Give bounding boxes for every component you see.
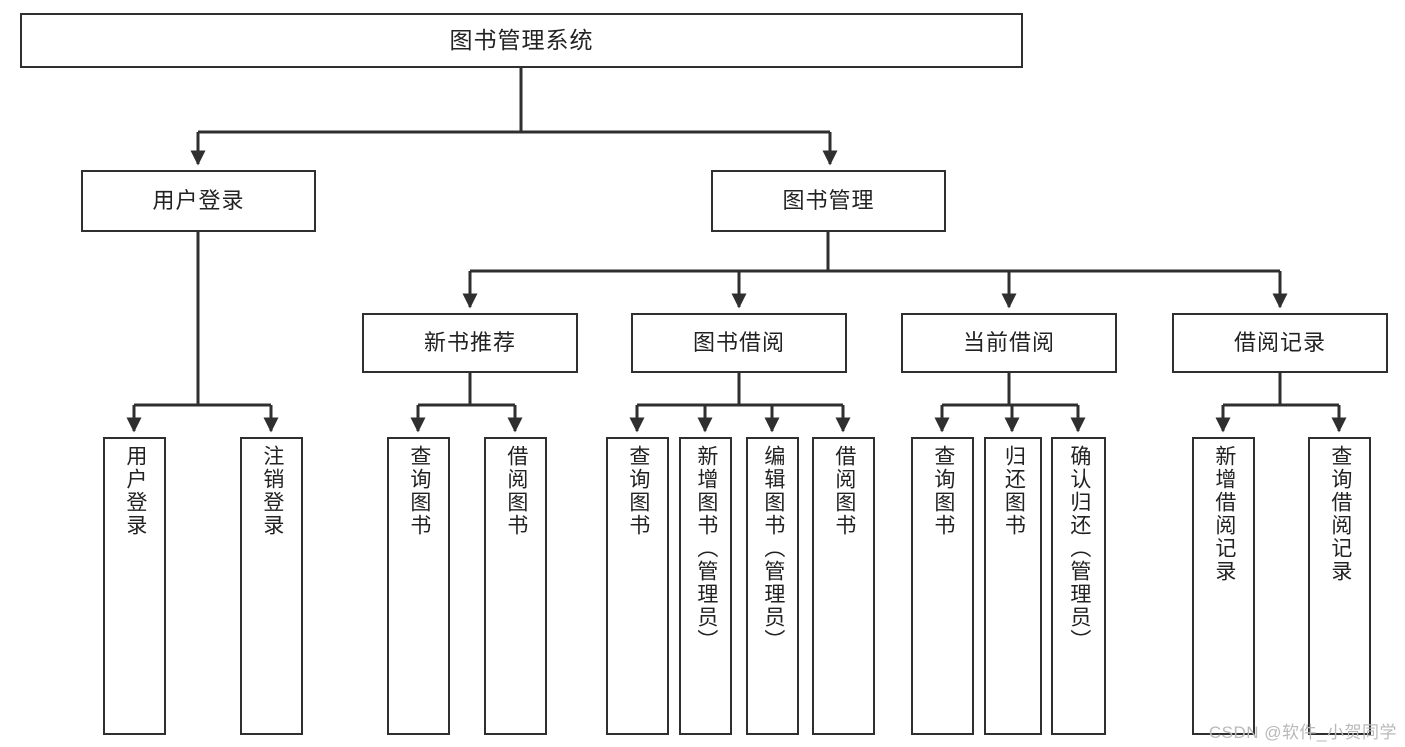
leaf-label: 借阅图书 (832, 445, 856, 537)
node-book-borrow[interactable]: 图书借阅 (631, 313, 847, 373)
leaf-label: 注销登录 (260, 445, 284, 537)
leaf-label: 查询图书 (626, 445, 650, 537)
node-leaf-add-record[interactable]: 新增借阅记录 (1192, 437, 1255, 735)
node-leaf-query-book-2[interactable]: 查询图书 (606, 437, 669, 735)
node-root[interactable]: 图书管理系统 (20, 13, 1023, 68)
leaf-label: 新增图书（管理员） (694, 445, 718, 652)
leaf-label: 新增借阅记录 (1212, 445, 1236, 583)
node-leaf-query-book-3[interactable]: 查询图书 (911, 437, 974, 735)
node-leaf-query-record[interactable]: 查询借阅记录 (1308, 437, 1371, 735)
node-leaf-add-book[interactable]: 新增图书（管理员） (679, 437, 732, 735)
node-leaf-user-login[interactable]: 用户登录 (103, 437, 166, 735)
leaf-label: 用户登录 (123, 445, 147, 537)
node-current-borrow[interactable]: 当前借阅 (901, 313, 1117, 373)
node-leaf-query-book-1[interactable]: 查询图书 (387, 437, 450, 735)
leaf-label: 查询借阅记录 (1328, 445, 1352, 583)
node-book-manage[interactable]: 图书管理 (711, 170, 946, 232)
node-leaf-return-book[interactable]: 归还图书 (984, 437, 1042, 735)
leaf-label: 编辑图书（管理员） (761, 445, 785, 652)
node-new-book-recommend[interactable]: 新书推荐 (362, 313, 578, 373)
leaf-label: 确认归还（管理员） (1067, 445, 1091, 652)
leaf-label: 借阅图书 (504, 445, 528, 537)
node-user-login[interactable]: 用户登录 (81, 170, 316, 232)
node-leaf-logout[interactable]: 注销登录 (240, 437, 303, 735)
node-borrow-record[interactable]: 借阅记录 (1172, 313, 1388, 373)
watermark: CSDN @软件_小贺同学 (1208, 723, 1397, 742)
node-leaf-borrow-book-1[interactable]: 借阅图书 (484, 437, 547, 735)
leaf-label: 查询图书 (931, 445, 955, 537)
node-leaf-edit-book[interactable]: 编辑图书（管理员） (746, 437, 799, 735)
leaf-label: 查询图书 (407, 445, 431, 537)
leaf-label: 归还图书 (1002, 445, 1026, 537)
node-leaf-confirm-return[interactable]: 确认归还（管理员） (1051, 437, 1106, 735)
node-leaf-borrow-book-2[interactable]: 借阅图书 (812, 437, 875, 735)
